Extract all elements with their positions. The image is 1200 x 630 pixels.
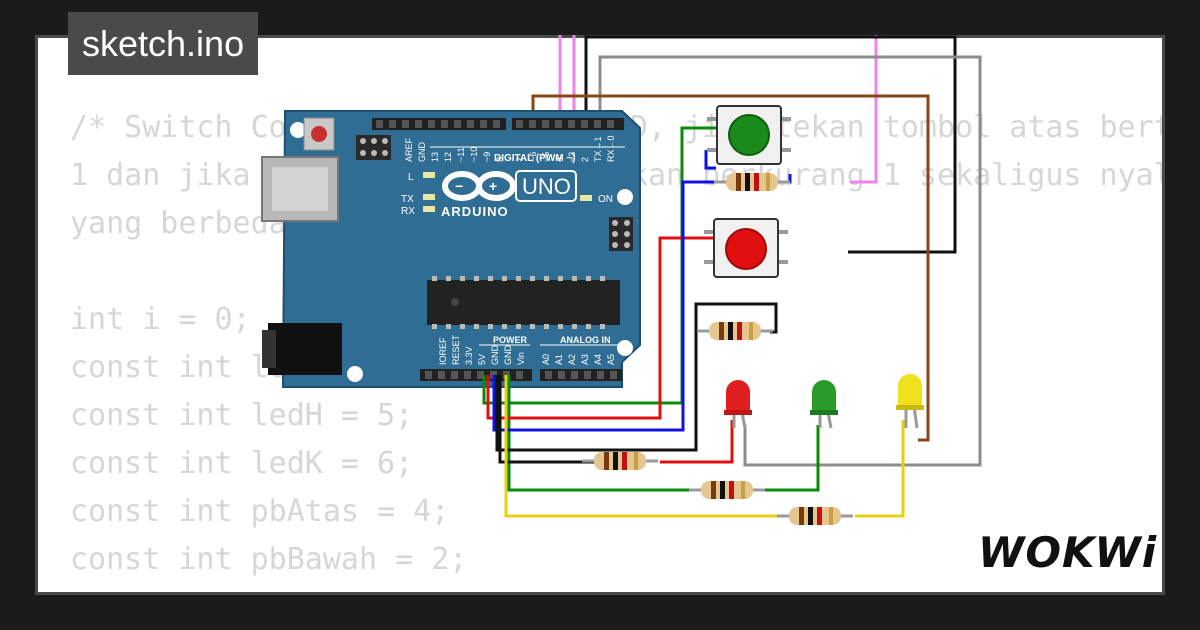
pushbutton-red[interactable] <box>704 218 788 278</box>
pin-label-vin: Vin <box>516 352 526 365</box>
pin-label-a3: A3 <box>580 354 590 365</box>
wire-blue <box>492 150 792 432</box>
model-label: UNO <box>522 174 571 199</box>
led-rx-label: RX <box>401 206 415 217</box>
led-rx-indicator <box>423 206 435 212</box>
pin-label-9: ~9 <box>482 152 492 162</box>
pin-label-a1: A1 <box>554 354 564 365</box>
resistor-button-green[interactable] <box>714 173 790 191</box>
pushbutton-green[interactable] <box>707 105 791 165</box>
led-red[interactable] <box>724 380 752 429</box>
wire-black-top <box>584 35 957 254</box>
led-on-indicator <box>580 195 592 201</box>
pin-label-5: ~5 <box>541 152 551 162</box>
pin-label-a5: A5 <box>606 354 616 365</box>
pin-label-ioref: IOREF <box>438 337 448 365</box>
svg-text:+: + <box>489 178 497 194</box>
pin-label-6: ~6 <box>528 152 538 162</box>
pin-label-2: 2 <box>580 157 590 162</box>
pin-label-gnd-1: GND <box>490 345 500 366</box>
svg-text:−: − <box>455 178 463 194</box>
pin-label-4: 4 <box>554 157 564 162</box>
arduino-uno-board[interactable]: AREF GND 13 12 ~11 ~10 ~9 8 7 ~6 ~5 4 ~3… <box>261 110 641 388</box>
code-line-10: const int pbBawah = 2; <box>70 542 468 577</box>
power-jack <box>268 323 342 375</box>
led-on-label: ON <box>598 194 613 205</box>
led-l-label: L <box>408 172 414 183</box>
digital-pwm-label: DIGITAL (PWM ~) <box>494 153 576 164</box>
power-label: POWER <box>493 335 528 345</box>
pin-label-tx1: TX→1 <box>593 136 603 162</box>
pin-label-8: 8 <box>495 157 505 162</box>
analog-in-label: ANALOG IN <box>560 335 611 345</box>
code-line-11: int stateAtas; <box>70 584 1162 592</box>
header-power <box>420 369 532 381</box>
wire-pink <box>558 35 878 184</box>
code-line-5: int i = 0; <box>70 302 251 337</box>
wokwi-logo: WOKWi <box>978 528 1157 577</box>
led-green[interactable] <box>810 380 838 429</box>
pin-label-gnd: GND <box>417 142 427 163</box>
code-line-8: const int ledK = 6; <box>70 446 414 481</box>
pin-label-a2: A2 <box>567 354 577 365</box>
pin-label-reset: RESET <box>451 334 461 365</box>
pin-label-a4: A4 <box>593 354 603 365</box>
pin-label-rx0: RX←0 <box>606 135 616 162</box>
brand-label: ARDUINO <box>441 204 509 219</box>
led-tx-indicator <box>423 194 435 200</box>
resistor-green-led[interactable] <box>689 481 765 499</box>
wire-gray <box>598 55 982 467</box>
pin-label-13: 13 <box>430 152 440 162</box>
svg-text:WOKWi: WOKWi <box>978 528 1157 577</box>
pin-label-a0: A0 <box>541 354 551 365</box>
wire-black-bottom <box>495 302 778 464</box>
resistor-button-red[interactable] <box>697 322 773 340</box>
wire-red <box>486 236 734 464</box>
pin-label-10: ~10 <box>469 147 479 162</box>
led-yellow[interactable] <box>896 374 924 429</box>
file-tab[interactable]: sketch.ino <box>68 12 259 75</box>
pin-label-gnd-2: GND <box>503 345 513 366</box>
wire-brown <box>531 94 930 442</box>
pin-label-12: 12 <box>443 152 453 162</box>
wire-yellow <box>504 375 905 518</box>
pin-label-3v3: 3.3V <box>464 346 474 365</box>
led-tx-label: TX <box>401 194 414 205</box>
pin-label-7: 7 <box>515 157 525 162</box>
resistor-yellow-led[interactable] <box>777 507 853 525</box>
led-l-indicator <box>423 172 435 178</box>
pin-label-aref: AREF <box>404 137 414 162</box>
pin-label-11: ~11 <box>456 147 466 162</box>
code-line-9: const int pbAtas = 4; <box>70 494 450 529</box>
atmega-chip <box>427 280 620 325</box>
code-line-7: const int ledH = 5; <box>70 398 414 433</box>
reset-button-cap[interactable] <box>311 126 327 142</box>
pin-label-3: ~3 <box>567 152 577 162</box>
arduino-infinity-logo <box>442 171 516 201</box>
pin-label-5v: 5V <box>477 354 487 365</box>
header-analog <box>540 369 622 381</box>
resistor-red-led[interactable] <box>582 452 658 470</box>
